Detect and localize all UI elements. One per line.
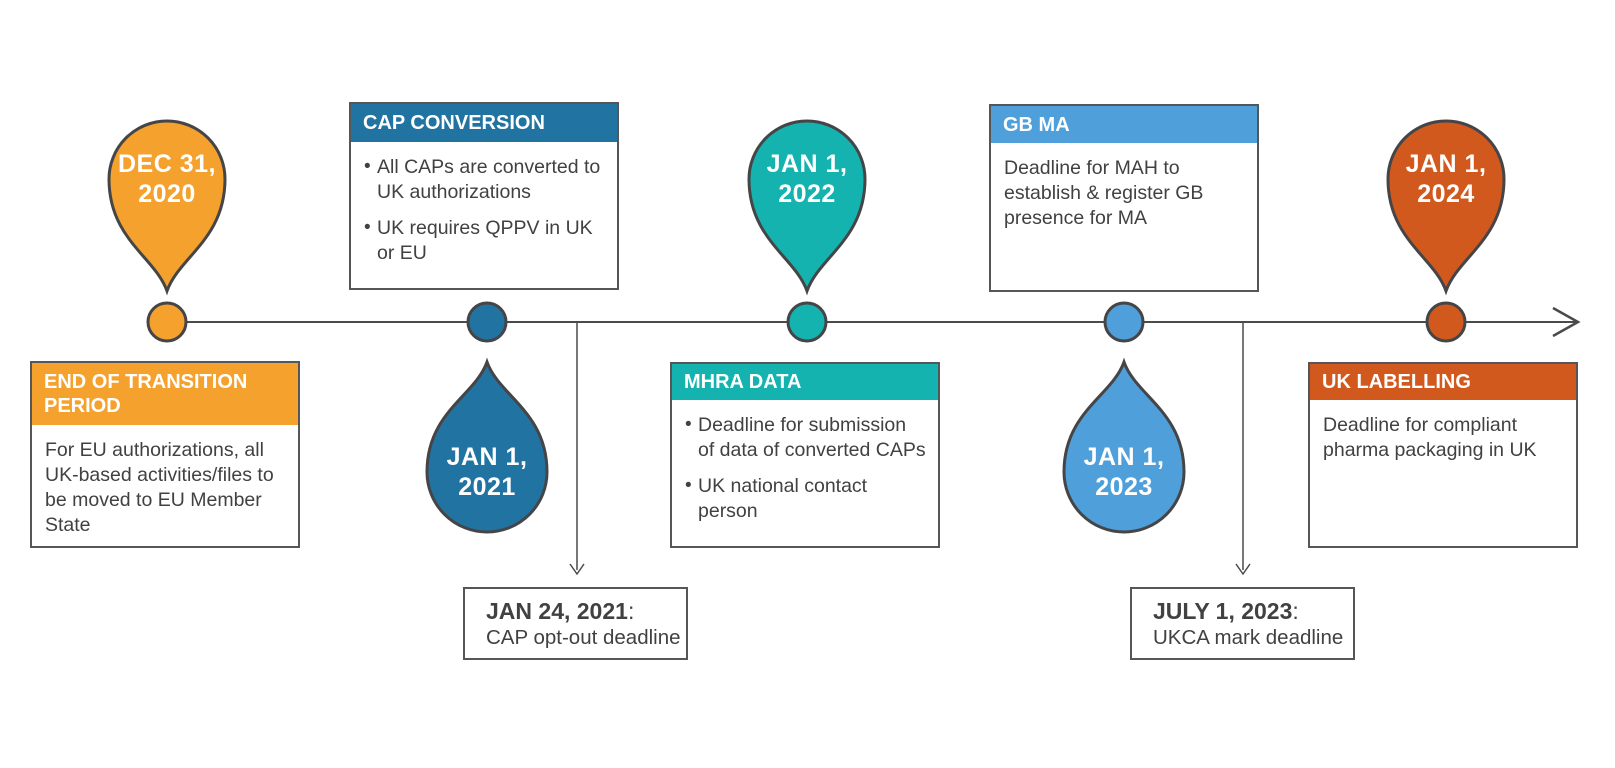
note-date: JULY 1, 2023: [1153, 598, 1293, 624]
note-date-line: JAN 24, 2021:: [486, 597, 686, 625]
box-cap-conversion-header: CAP CONVERSION: [351, 104, 617, 142]
note-text: UKCA mark deadline: [1153, 626, 1344, 649]
pin-date-line1: DEC 31,: [118, 150, 216, 178]
box-cap-conversion: CAP CONVERSION • All CAPs are converted …: [349, 102, 619, 290]
node-jan-1-2023: [1103, 301, 1145, 343]
connector-july1-arrowhead-icon: [1235, 563, 1251, 576]
bullet-text: UK national contact person: [698, 475, 868, 522]
box-cap-conversion-body: • All CAPs are converted to UK authoriza…: [351, 142, 617, 266]
drop-date-line1: JAN 1,: [446, 443, 528, 471]
box-gb-ma-body: Deadline for MAH to establish & register…: [991, 143, 1257, 231]
pin-label-jan-1-2024: JAN 1, 2024: [1366, 149, 1526, 209]
box-end-of-transition-body: For EU authorizations, all UK-based acti…: [32, 425, 298, 538]
pin-date-line2: 2024: [1417, 180, 1475, 208]
box-body-text: For EU authorizations, all UK-based acti…: [45, 439, 274, 536]
drop-date-line2: 2023: [1095, 473, 1153, 501]
bullet-text: UK requires QPPV in UK or EU: [377, 217, 593, 264]
box-mhra-data-body: • Deadline for submission of data of con…: [672, 400, 938, 524]
drop-date-line1: JAN 1,: [1083, 443, 1165, 471]
box-uk-labelling-body: Deadline for compliant pharma packaging …: [1310, 400, 1576, 463]
drop-date-line2: 2021: [458, 473, 516, 501]
pin-date-line1: JAN 1,: [1405, 150, 1487, 178]
bullet-dot: •: [364, 217, 371, 238]
pin-label-dec-31-2020: DEC 31, 2020: [87, 149, 247, 209]
box-mhra-data: MHRA DATA • Deadline for submission of d…: [670, 362, 940, 548]
drop-jan-1-2023-icon: [1062, 357, 1186, 534]
box-gb-ma: GB MA Deadline for MAH to establish & re…: [989, 104, 1259, 292]
bullet-dot: •: [685, 475, 692, 496]
node-jan-1-2022: [786, 301, 828, 343]
note-colon: :: [1292, 598, 1299, 624]
bullet-item: • UK national contact person: [685, 474, 926, 524]
box-uk-labelling: UK LABELLING Deadline for compliant phar…: [1308, 362, 1578, 548]
pin-jan-1-2024-icon: [1386, 119, 1506, 296]
bullet-text: All CAPs are converted to UK authorizati…: [377, 156, 601, 203]
note-date-line: JULY 1, 2023:: [1153, 597, 1353, 625]
drop-jan-1-2021-icon: [425, 357, 549, 534]
drop-label-jan-1-2021: JAN 1, 2021: [407, 442, 567, 502]
box-body-text: Deadline for MAH to establish & register…: [1004, 157, 1204, 229]
pin-date-line1: JAN 1,: [766, 150, 848, 178]
bullet-item: • UK requires QPPV in UK or EU: [364, 216, 605, 266]
drop-label-jan-1-2023: JAN 1, 2023: [1044, 442, 1204, 502]
box-uk-labelling-header: UK LABELLING: [1310, 364, 1576, 400]
box-end-of-transition: END OF TRANSITION PERIOD For EU authoriz…: [30, 361, 300, 548]
note-date: JAN 24, 2021: [486, 598, 628, 624]
pin-date-line2: 2020: [138, 180, 196, 208]
box-gb-ma-header: GB MA: [991, 106, 1257, 143]
note-jan-24-2021: JAN 24, 2021: CAP opt-out deadline: [463, 587, 688, 660]
box-mhra-data-header: MHRA DATA: [672, 364, 938, 400]
box-title: END OF TRANSITION PERIOD: [44, 371, 248, 417]
node-jan-1-2024: [1425, 301, 1467, 343]
bullet-item: • All CAPs are converted to UK authoriza…: [364, 155, 605, 205]
box-title: MHRA DATA: [684, 371, 802, 393]
pin-date-line2: 2022: [778, 180, 836, 208]
timeline-arrowhead-icon: [1552, 306, 1581, 338]
node-jan-1-2021: [466, 301, 508, 343]
pin-jan-1-2022-icon: [747, 119, 867, 296]
note-colon: :: [627, 598, 635, 624]
box-body-text: Deadline for compliant pharma packaging …: [1323, 414, 1537, 461]
bullet-dot: •: [685, 414, 692, 435]
box-title: CAP CONVERSION: [363, 112, 545, 134]
box-title: UK LABELLING: [1322, 371, 1471, 393]
bullet-text: Deadline for submission of data of conve…: [698, 414, 926, 461]
note-july-1-2023: JULY 1, 2023: UKCA mark deadline: [1130, 587, 1355, 660]
node-dec-31-2020: [146, 301, 188, 343]
bullet-dot: •: [364, 156, 371, 177]
pin-label-jan-1-2022: JAN 1, 2022: [727, 149, 887, 209]
bullet-item: • Deadline for submission of data of con…: [685, 413, 926, 463]
box-title: GB MA: [1003, 113, 1070, 136]
pin-dec-31-2020-icon: [107, 119, 227, 296]
box-end-of-transition-header: END OF TRANSITION PERIOD: [32, 363, 298, 425]
note-text: CAP opt-out deadline: [486, 626, 681, 649]
connector-jan24-arrowhead-icon: [569, 563, 585, 576]
